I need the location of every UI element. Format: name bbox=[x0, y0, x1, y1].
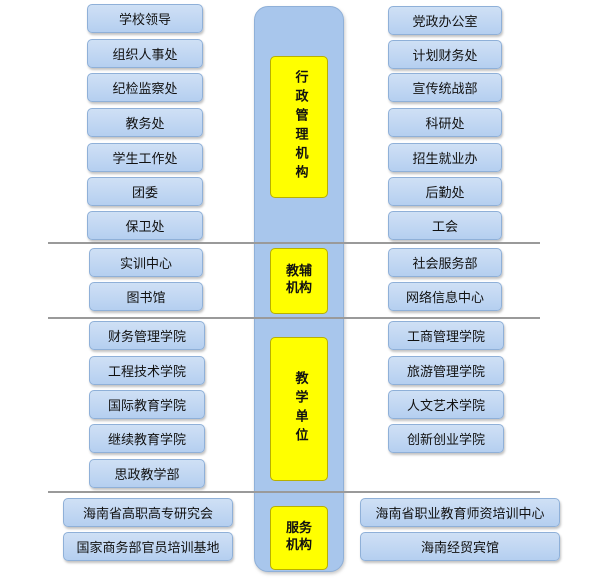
org-unit-service-left-1: 海南省高职高专研究会 bbox=[63, 498, 233, 527]
org-unit-admin-right-5: 招生就业办 bbox=[388, 143, 502, 172]
org-unit-admin-right-6: 后勤处 bbox=[388, 177, 502, 206]
org-unit-teaching-left-5: 思政教学部 bbox=[89, 459, 205, 488]
category-service-line-2: 机构 bbox=[285, 538, 312, 553]
org-unit-aux-right-2: 网络信息中心 bbox=[388, 282, 502, 311]
org-unit-teaching-left-1: 财务管理学院 bbox=[89, 321, 205, 350]
org-unit-admin-right-7: 工会 bbox=[388, 211, 502, 240]
category-service-organs: 服务 机构 bbox=[270, 506, 328, 570]
org-unit-teaching-right-1: 工商管理学院 bbox=[388, 321, 504, 350]
org-unit-teaching-right-2: 旅游管理学院 bbox=[388, 356, 504, 385]
org-unit-service-left-2: 国家商务部官员培训基地 bbox=[63, 532, 233, 561]
org-unit-admin-left-1: 学校领导 bbox=[87, 4, 203, 33]
category-admin-organs: 行政管理机构 bbox=[270, 56, 328, 198]
org-unit-admin-left-2: 组织人事处 bbox=[87, 39, 203, 68]
org-unit-aux-left-2: 图书馆 bbox=[89, 282, 203, 311]
section-divider-aux-teaching bbox=[48, 317, 540, 319]
org-unit-teaching-left-2: 工程技术学院 bbox=[89, 356, 205, 385]
org-unit-service-right-2: 海南经贸宾馆 bbox=[360, 532, 560, 561]
org-unit-admin-right-3: 宣传统战部 bbox=[388, 73, 502, 102]
org-unit-teaching-right-3: 人文艺术学院 bbox=[388, 390, 504, 419]
org-unit-aux-left-1: 实训中心 bbox=[89, 248, 203, 277]
org-unit-admin-left-3: 纪检监察处 bbox=[87, 73, 203, 102]
category-auxiliary-line-2: 机构 bbox=[285, 281, 312, 296]
org-unit-service-right-1: 海南省职业教育师资培训中心 bbox=[360, 498, 560, 527]
org-unit-admin-right-1: 党政办公室 bbox=[388, 6, 502, 35]
category-auxiliary-organs: 教辅 机构 bbox=[270, 248, 328, 314]
org-unit-teaching-left-3: 国际教育学院 bbox=[89, 390, 205, 419]
org-unit-admin-left-6: 团委 bbox=[87, 177, 203, 206]
category-teaching-units: 教学单位 bbox=[270, 337, 328, 481]
org-unit-admin-left-5: 学生工作处 bbox=[87, 143, 203, 172]
org-unit-admin-left-4: 教务处 bbox=[87, 108, 203, 137]
category-service-line-1: 服务 bbox=[285, 521, 312, 537]
org-unit-admin-left-7: 保卫处 bbox=[87, 211, 203, 240]
org-unit-admin-right-4: 科研处 bbox=[388, 108, 502, 137]
section-divider-admin-aux bbox=[48, 242, 540, 244]
org-unit-teaching-right-4: 创新创业学院 bbox=[388, 424, 504, 453]
section-divider-teaching-service bbox=[48, 491, 540, 493]
org-unit-admin-right-2: 计划财务处 bbox=[388, 40, 502, 69]
org-unit-aux-right-1: 社会服务部 bbox=[388, 248, 502, 277]
category-auxiliary-line-1: 教辅 bbox=[285, 264, 312, 280]
org-unit-teaching-left-4: 继续教育学院 bbox=[89, 424, 205, 453]
